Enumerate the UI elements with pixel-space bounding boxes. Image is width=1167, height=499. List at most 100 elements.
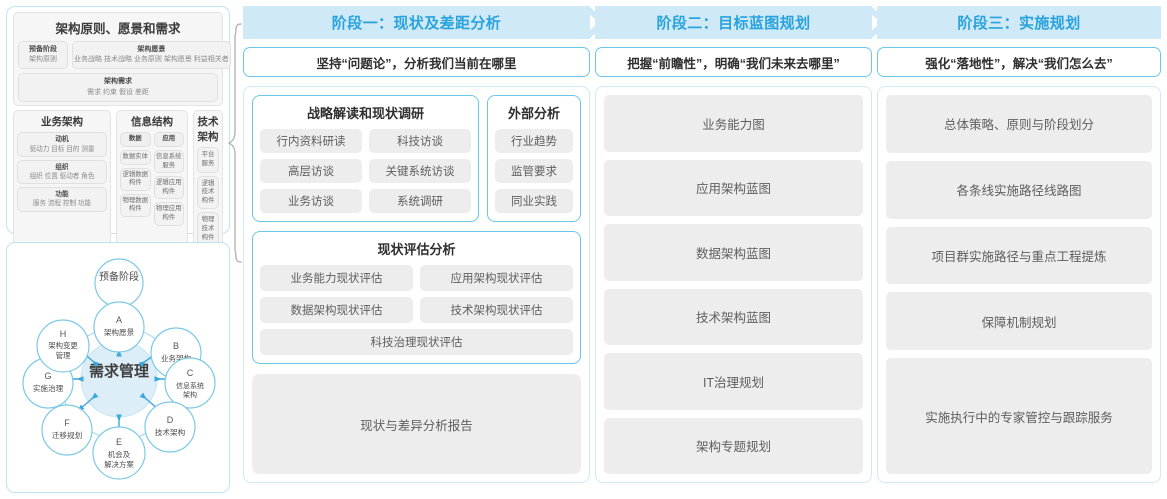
organization-sub: 组织 位置 驱动者 角色 <box>29 172 95 180</box>
adm-cycle-panel: 需求管理 预备阶段 A 架 <box>6 242 230 493</box>
adm-node-prep[interactable] <box>94 258 144 308</box>
phase-2-title: 阶段二：目标蓝图规划 <box>656 15 811 32</box>
phase-1-banner[interactable]: 阶段一：现状及差距分析 <box>243 6 607 39</box>
motivation-sub: 驱动力 目标 目的 测量 <box>29 145 95 153</box>
assessment-item-data[interactable]: 数据架构现状评估 <box>260 297 413 323</box>
brace-connector <box>228 23 242 263</box>
adm-node-e-name2: 解决方案 <box>104 460 134 469</box>
application-item-service: 信息系统服务 <box>153 149 184 174</box>
technology-item-physical: 物理技术构件 <box>197 212 219 247</box>
phase-3-body: 总体策略、原则与阶段划分 各条线实施路径线路图 项目群实施路径与重点工程提炼 保… <box>877 86 1161 483</box>
assessment-title: 现状评估分析 <box>377 242 456 257</box>
phase3-item-program-roadmap[interactable]: 项目群实施路径与重点工程提炼 <box>886 226 1152 285</box>
phase2-item-business-capability-map[interactable]: 业务能力图 <box>604 95 863 152</box>
strategy-survey-title: 战略解读和现状调研 <box>306 106 424 121</box>
adm-node-h-name2: 管理 <box>56 351 71 360</box>
architecture-vision-block: 架构愿景 业务战略 技术战略 业务原则 架构愿景 利益相关者 <box>72 41 231 70</box>
adm-node-f-letter: F <box>64 418 70 428</box>
phase-1-top-row: 战略解读和现状调研 行内资料研读 科技访谈 高层访谈 关键系统访谈 业务访谈 系… <box>252 95 581 222</box>
technology-item-logical: 逻辑技术构件 <box>197 175 219 210</box>
data-item-logical: 逻辑数据构件 <box>120 167 151 191</box>
adm-cycle-diagram: 需求管理 预备阶段 A 架 <box>22 258 216 480</box>
adm-node-d-name: 技术架构 <box>155 427 186 437</box>
gap-analysis-report[interactable]: 现状与差异分析报告 <box>252 374 581 474</box>
phase-2-banner[interactable]: 阶段二：目标蓝图规划 <box>595 6 889 39</box>
assessment-item-technology[interactable]: 技术架构现状评估 <box>420 297 573 323</box>
current-state-assessment-card: 现状评估分析 业务能力现状评估 应用架构现状评估 数据架构现状评估 技术架构现状… <box>252 231 581 364</box>
adm-node-f[interactable] <box>41 404 93 456</box>
survey-item-tech-interview[interactable]: 科技访谈 <box>369 129 471 153</box>
phase-3-title: 阶段三：实施规划 <box>957 15 1081 32</box>
function-title: 功能 <box>55 191 69 199</box>
adm-node-a[interactable] <box>93 301 145 353</box>
external-analysis-card: 外部分析 行业趋势 监管要求 同业实践 <box>487 95 581 222</box>
phase3-item-line-roadmap[interactable]: 各条线实施路径线路图 <box>886 160 1152 219</box>
external-item-regulatory[interactable]: 监管要求 <box>495 159 573 183</box>
prep-stage-sub: 架构原则 <box>29 56 57 64</box>
information-structure-column: 信息结构 数据 数据实体 逻辑数据构件 物理数据构件 应用 信息系统服务 逻辑应… <box>116 110 188 254</box>
business-block-function: 功能 服务 流程 控制 功能 <box>17 187 107 212</box>
assessment-item-it-governance[interactable]: 科技治理现状评估 <box>260 329 573 355</box>
adm-node-c[interactable] <box>164 357 216 409</box>
adm-prep-label-line1: 预备阶段 <box>99 270 139 283</box>
adm-node-b-letter: B <box>173 341 179 351</box>
phase-3-item-list: 总体策略、原则与阶段划分 各条线实施路径线路图 项目群实施路径与重点工程提炼 保… <box>886 95 1152 474</box>
phase-column-1: 阶段一：现状及差距分析 坚持“问题论”，分析我们当前在哪里 战略解读和现状调研 … <box>243 6 607 493</box>
technology-item-platform: 平台服务 <box>197 147 219 173</box>
survey-item-key-system-interview[interactable]: 关键系统访谈 <box>369 159 471 183</box>
adm-node-d[interactable] <box>144 401 196 453</box>
architecture-vision-sub: 业务战略 技术战略 业务原则 架构愿景 利益相关者 <box>74 56 229 64</box>
external-item-industry-trend[interactable]: 行业趋势 <box>495 129 573 153</box>
phase-column-3: 阶段三：实施规划 强化“落地性”，解决“我们怎么去” 总体策略、原则与阶段划分 … <box>877 6 1161 493</box>
phase2-item-data-blueprint[interactable]: 数据架构蓝图 <box>604 224 863 281</box>
phase-1-subtitle: 坚持“问题论”，分析我们当前在哪里 <box>243 47 590 77</box>
phase-2-body: 业务能力图 应用架构蓝图 数据架构蓝图 技术架构蓝图 IT治理规划 架构专题规划 <box>595 86 872 483</box>
adm-node-c-letter: C <box>187 368 194 378</box>
principles-vision-row: 预备阶段 架构原则 架构愿景 业务战略 技术战略 业务原则 架构愿景 利益相关者 <box>18 41 231 70</box>
adm-node-f-name: 迁移规划 <box>52 430 82 440</box>
survey-item-internal-docs[interactable]: 行内资料研读 <box>260 129 362 153</box>
architecture-domains-row: 业务架构 动机 驱动力 目标 目的 测量 组织 组织 位置 驱动者 角色 功能 … <box>13 110 223 254</box>
information-structure-title: 信息结构 <box>131 116 173 129</box>
business-architecture-column: 业务架构 动机 驱动力 目标 目的 测量 组织 组织 位置 驱动者 角色 功能 … <box>13 110 111 254</box>
principles-vision-requirements-group: 架构原则、愿景和需求 预备阶段 架构原则 架构愿景 业务战略 技术战略 业务原则… <box>13 12 231 107</box>
assessment-item-business-capability[interactable]: 业务能力现状评估 <box>260 265 413 291</box>
phase-1-body: 战略解读和现状调研 行内资料研读 科技访谈 高层访谈 关键系统访谈 业务访谈 系… <box>243 86 590 483</box>
phase-2-item-list: 业务能力图 应用架构蓝图 数据架构蓝图 技术架构蓝图 IT治理规划 架构专题规划 <box>604 95 863 474</box>
phases-container: 阶段一：现状及差距分析 坚持“问题论”，分析我们当前在哪里 战略解读和现状调研 … <box>243 6 1161 493</box>
information-structure-subcolumns: 数据 数据实体 逻辑数据构件 物理数据构件 应用 信息系统服务 逻辑应用构件 物… <box>120 132 184 228</box>
external-item-peer-practice[interactable]: 同业实践 <box>495 189 573 213</box>
survey-item-exec-interview[interactable]: 高层访谈 <box>260 159 362 183</box>
survey-item-system-research[interactable]: 系统调研 <box>369 189 471 213</box>
adm-center-label-line1: 需求管理 <box>89 362 149 380</box>
prep-stage-title: 预备阶段 <box>29 46 57 53</box>
phase2-item-architecture-topic-plan[interactable]: 架构专题规划 <box>604 417 863 474</box>
adm-node-h[interactable] <box>36 319 90 373</box>
phase-3-subtitle: 强化“落地性”，解决“我们怎么去” <box>877 47 1161 77</box>
application-subcolumn: 应用 信息系统服务 逻辑应用构件 物理应用构件 <box>153 132 184 228</box>
architecture-requirements-block: 架构需求 需求 约束 假设 差距 <box>18 73 218 103</box>
phase2-item-application-blueprint[interactable]: 应用架构蓝图 <box>604 159 863 216</box>
function-sub: 服务 流程 控制 功能 <box>32 200 92 208</box>
phase3-item-expert-control-service[interactable]: 实施执行中的专家管控与跟踪服务 <box>886 358 1152 474</box>
prep-stage-block: 预备阶段 架构原则 <box>18 41 68 70</box>
external-analysis-title: 外部分析 <box>507 106 560 121</box>
organization-title: 组织 <box>55 163 69 171</box>
phase3-item-overall-strategy[interactable]: 总体策略、原则与阶段划分 <box>886 95 1152 153</box>
phase-1-title: 阶段一：现状及差距分析 <box>331 15 502 32</box>
business-block-motivation: 动机 驱动力 目标 目的 测量 <box>17 132 107 157</box>
application-header: 应用 <box>153 132 184 147</box>
chevron-right-icon-2 <box>871 6 889 39</box>
assessment-item-application[interactable]: 应用架构现状评估 <box>420 265 573 291</box>
data-header: 数据 <box>120 132 151 147</box>
phase3-item-assurance-plan[interactable]: 保障机制规划 <box>886 292 1152 351</box>
phase2-item-it-governance-plan[interactable]: IT治理规划 <box>604 353 863 410</box>
data-subcolumn: 数据 数据实体 逻辑数据构件 物理数据构件 <box>120 132 151 228</box>
survey-item-business-interview[interactable]: 业务访谈 <box>260 189 362 213</box>
business-architecture-title: 业务架构 <box>41 116 83 129</box>
phase2-item-technology-blueprint[interactable]: 技术架构蓝图 <box>604 288 863 345</box>
adm-node-h-letter: H <box>60 329 67 339</box>
adm-node-e[interactable] <box>92 426 146 480</box>
phase-3-banner[interactable]: 阶段三：实施规划 <box>877 6 1161 39</box>
